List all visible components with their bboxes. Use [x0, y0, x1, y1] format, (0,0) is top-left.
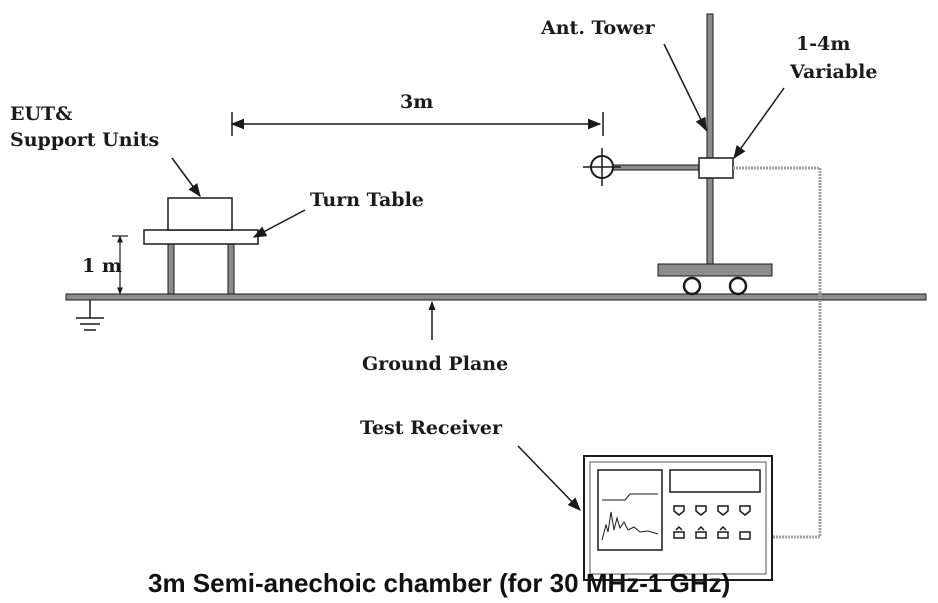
turn-table	[143, 197, 259, 295]
ground-plane-label: Ground Plane	[362, 353, 508, 375]
ant-tower-label: Ant. Tower	[540, 17, 656, 39]
test-receiver-arrow	[517, 445, 581, 511]
receiver-display	[669, 469, 761, 493]
eut-box	[167, 197, 233, 231]
variable-arrow	[733, 87, 785, 160]
antenna-tower	[583, 13, 773, 296]
tower-base	[657, 263, 773, 277]
spectrum-trace-icon	[601, 511, 659, 541]
test-receiver-label: Test Receiver	[360, 417, 503, 439]
ant-tower-arrow	[663, 43, 707, 132]
receiver-screen	[597, 469, 663, 551]
support-units-label: Support Units	[10, 129, 159, 151]
receiver-buttons	[673, 505, 751, 540]
diagram-caption: 3m Semi-anechoic chamber (for 30 MHz-1 G…	[148, 568, 730, 598]
turn-table-label: Turn Table	[310, 189, 424, 211]
turn-table-top	[143, 229, 259, 245]
coax-cable	[733, 166, 822, 539]
ground-plane	[65, 293, 927, 301]
eut-arrow	[171, 157, 201, 198]
height-label: 1 m	[82, 255, 122, 277]
test-receiver	[583, 455, 773, 581]
distance-label: 3m	[400, 91, 433, 113]
height-dimension	[112, 235, 128, 295]
variable-label: Variable	[789, 61, 877, 83]
antenna-mast-slider	[698, 157, 734, 179]
eut-label: EUT&	[10, 103, 72, 125]
turn-table-arrow	[252, 209, 306, 238]
variable-height-label: 1-4m	[796, 33, 850, 55]
ground-symbol-icon	[76, 300, 104, 331]
